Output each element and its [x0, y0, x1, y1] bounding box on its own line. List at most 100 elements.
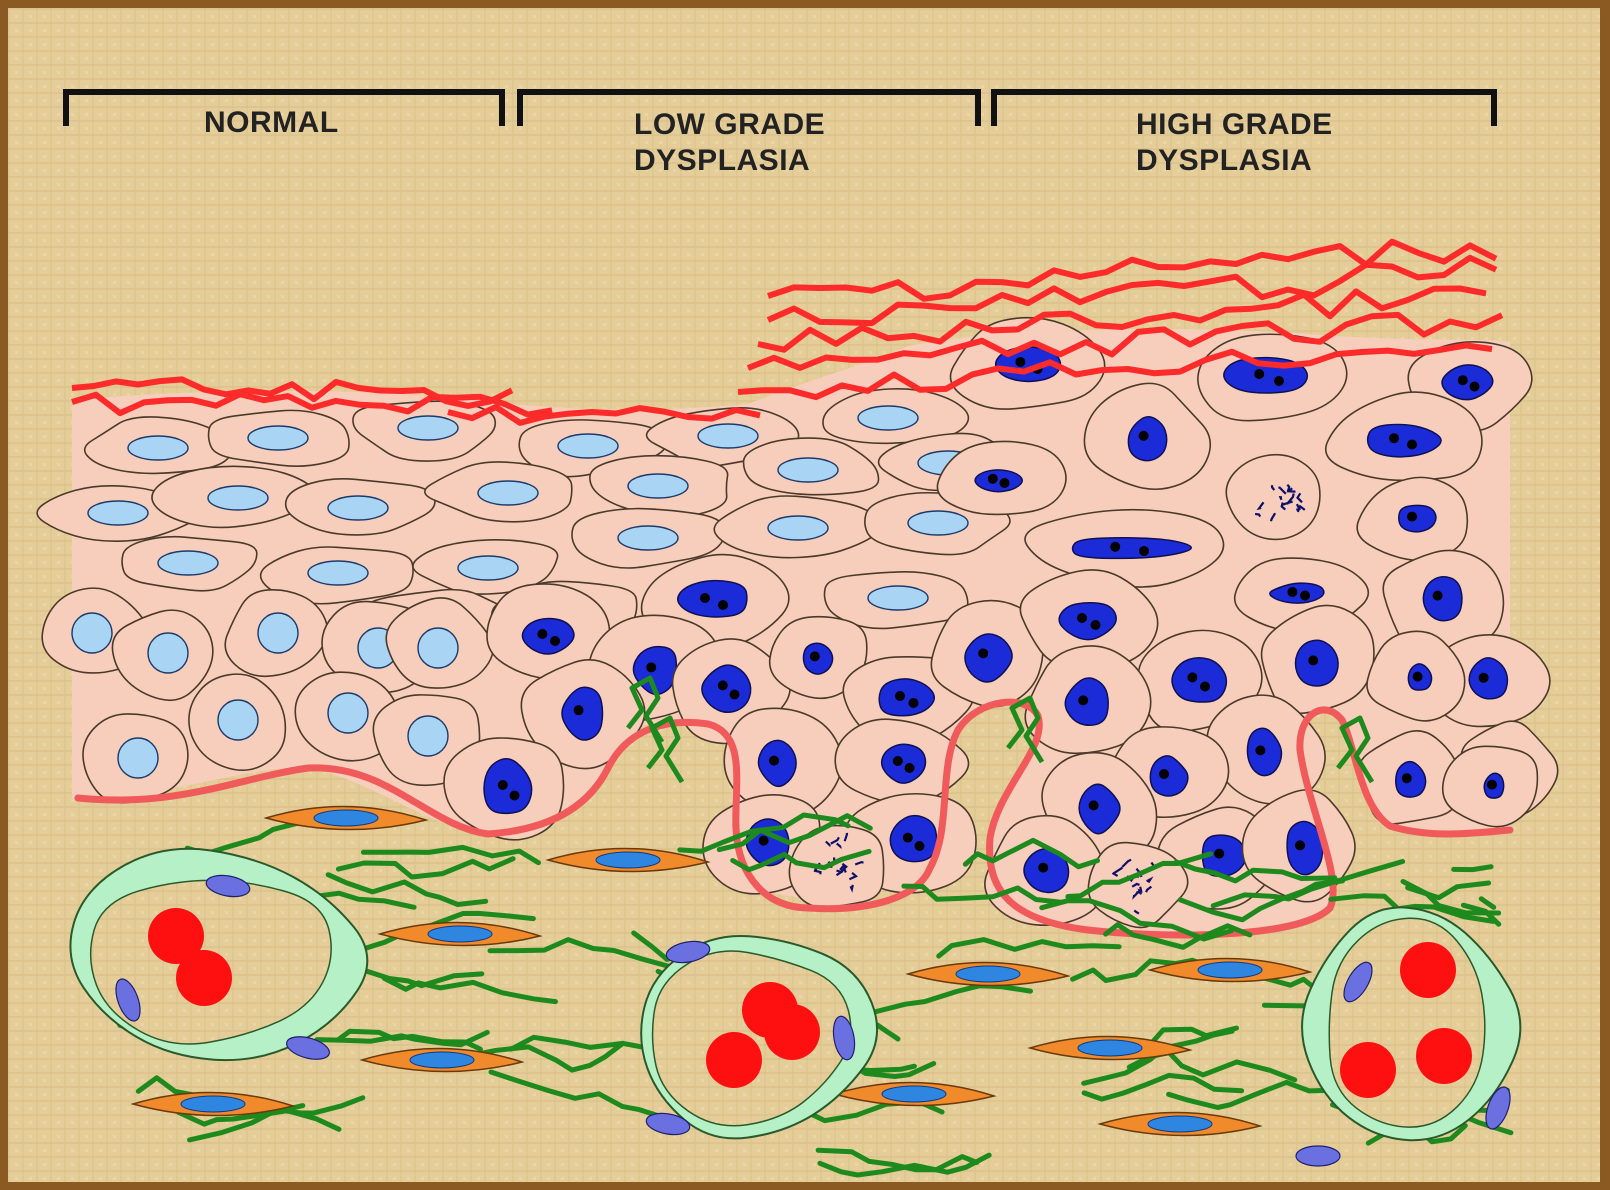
- red-blood-cell: [176, 950, 232, 1006]
- header-high-grade-line2: DYSPLASIA: [1136, 144, 1312, 177]
- fibroblast-nucleus: [956, 966, 1020, 982]
- nucleolus: [1287, 587, 1297, 597]
- header-high-grade-line1: HIGH GRADE: [1136, 108, 1333, 141]
- nucleolus: [730, 690, 740, 700]
- nucleolus: [1110, 542, 1120, 552]
- dysplastic-nucleus: [1423, 577, 1462, 621]
- collagen-fiber: [1454, 867, 1491, 870]
- nucleolus: [1479, 673, 1489, 683]
- nucleolus: [510, 791, 520, 801]
- normal-nucleus: [258, 613, 298, 653]
- fibroblast-nucleus: [1198, 962, 1262, 978]
- nucleolus: [769, 756, 779, 766]
- nucleolus: [550, 636, 560, 646]
- normal-nucleus: [158, 551, 218, 575]
- normal-nucleus: [128, 436, 188, 460]
- nucleolus: [1187, 672, 1197, 682]
- normal-squamous-cell: [209, 410, 350, 466]
- nucleolus: [718, 600, 728, 610]
- nucleolus: [978, 648, 988, 658]
- header-low-grade-line1: LOW GRADE: [634, 108, 825, 141]
- dysplastic-nucleus: [1399, 505, 1436, 531]
- nucleolus: [1015, 357, 1025, 367]
- nucleolus: [1413, 672, 1423, 682]
- normal-nucleus: [458, 556, 518, 580]
- normal-nucleus: [88, 501, 148, 525]
- dysplastic-nucleus: [1172, 658, 1226, 702]
- nucleolus: [646, 662, 656, 672]
- nucleolus: [1214, 849, 1224, 859]
- fibroblast-nucleus: [882, 1086, 946, 1102]
- normal-nucleus: [248, 426, 308, 450]
- nucleolus: [1407, 440, 1417, 450]
- nucleolus: [1038, 863, 1048, 873]
- normal-nucleus: [208, 486, 268, 510]
- normal-nucleus: [618, 526, 678, 550]
- nucleolus: [1458, 375, 1468, 385]
- nucleolus: [1078, 695, 1088, 705]
- nucleolus: [1407, 512, 1417, 522]
- nucleolus: [1295, 840, 1305, 850]
- nucleolus: [810, 651, 820, 661]
- nucleolus: [759, 836, 769, 846]
- nucleolus: [988, 474, 998, 484]
- normal-nucleus: [328, 693, 368, 733]
- nucleolus: [1000, 478, 1010, 488]
- normal-nucleus: [628, 474, 688, 498]
- vessel-lumen: [1329, 918, 1485, 1127]
- nucleolus: [915, 841, 925, 851]
- red-blood-cell: [1400, 942, 1456, 998]
- epithelial-dysplasia-diagram: NORMAL LOW GRADE DYSPLASIA HIGH GRADE DY…: [8, 8, 1600, 1182]
- normal-nucleus: [418, 628, 458, 668]
- header-low-grade-line2: DYSPLASIA: [634, 144, 810, 177]
- normal-nucleus: [148, 633, 188, 673]
- nucleolus: [574, 705, 584, 715]
- fibroblast-nucleus: [314, 810, 378, 826]
- nucleolus: [1255, 745, 1265, 755]
- nucleolus: [903, 833, 913, 843]
- dysplastic-nucleus: [678, 581, 747, 617]
- nucleolus: [1254, 369, 1264, 379]
- normal-nucleus: [858, 406, 918, 430]
- fibroblast-nucleus: [428, 926, 492, 942]
- normal-nucleus: [308, 561, 368, 585]
- normal-nucleus: [558, 434, 618, 458]
- fibroblast-nucleus: [1078, 1040, 1142, 1056]
- normal-nucleus: [328, 496, 388, 520]
- nucleolus: [893, 756, 903, 766]
- nucleolus: [1470, 382, 1480, 392]
- normal-nucleus: [72, 613, 112, 653]
- nucleolus: [718, 680, 728, 690]
- nucleolus: [1433, 591, 1443, 601]
- fibroblast-nucleus: [1148, 1116, 1212, 1132]
- nucleolus: [1487, 780, 1497, 790]
- normal-nucleus: [768, 516, 828, 540]
- normal-nucleus: [908, 511, 968, 535]
- normal-nucleus: [868, 586, 928, 610]
- nucleolus: [1389, 433, 1399, 443]
- endothelial-nucleus: [1296, 1146, 1340, 1166]
- red-blood-cell: [1416, 1028, 1472, 1084]
- nucleolus: [1077, 613, 1087, 623]
- normal-nucleus: [118, 738, 158, 778]
- fibroblast-nucleus: [181, 1096, 245, 1112]
- normal-nucleus: [398, 416, 458, 440]
- nucleolus: [1089, 800, 1099, 810]
- diagram-canvas: NORMAL LOW GRADE DYSPLASIA HIGH GRADE DY…: [8, 8, 1600, 1182]
- header-normal: NORMAL: [204, 106, 339, 139]
- normal-nucleus: [218, 700, 258, 740]
- nucleolus: [700, 593, 710, 603]
- red-blood-cell: [1340, 1042, 1396, 1098]
- nucleolus: [1091, 620, 1101, 630]
- fibroblast-nucleus: [410, 1052, 474, 1068]
- nucleolus: [1308, 655, 1318, 665]
- red-blood-cell: [764, 1004, 820, 1060]
- nucleolus: [1300, 591, 1310, 601]
- nucleolus: [895, 691, 905, 701]
- nucleolus: [1274, 376, 1284, 386]
- red-blood-cell: [706, 1032, 762, 1088]
- nucleolus: [1402, 773, 1412, 783]
- nucleolus: [537, 629, 547, 639]
- nucleolus: [1139, 546, 1149, 556]
- nucleolus: [909, 698, 919, 708]
